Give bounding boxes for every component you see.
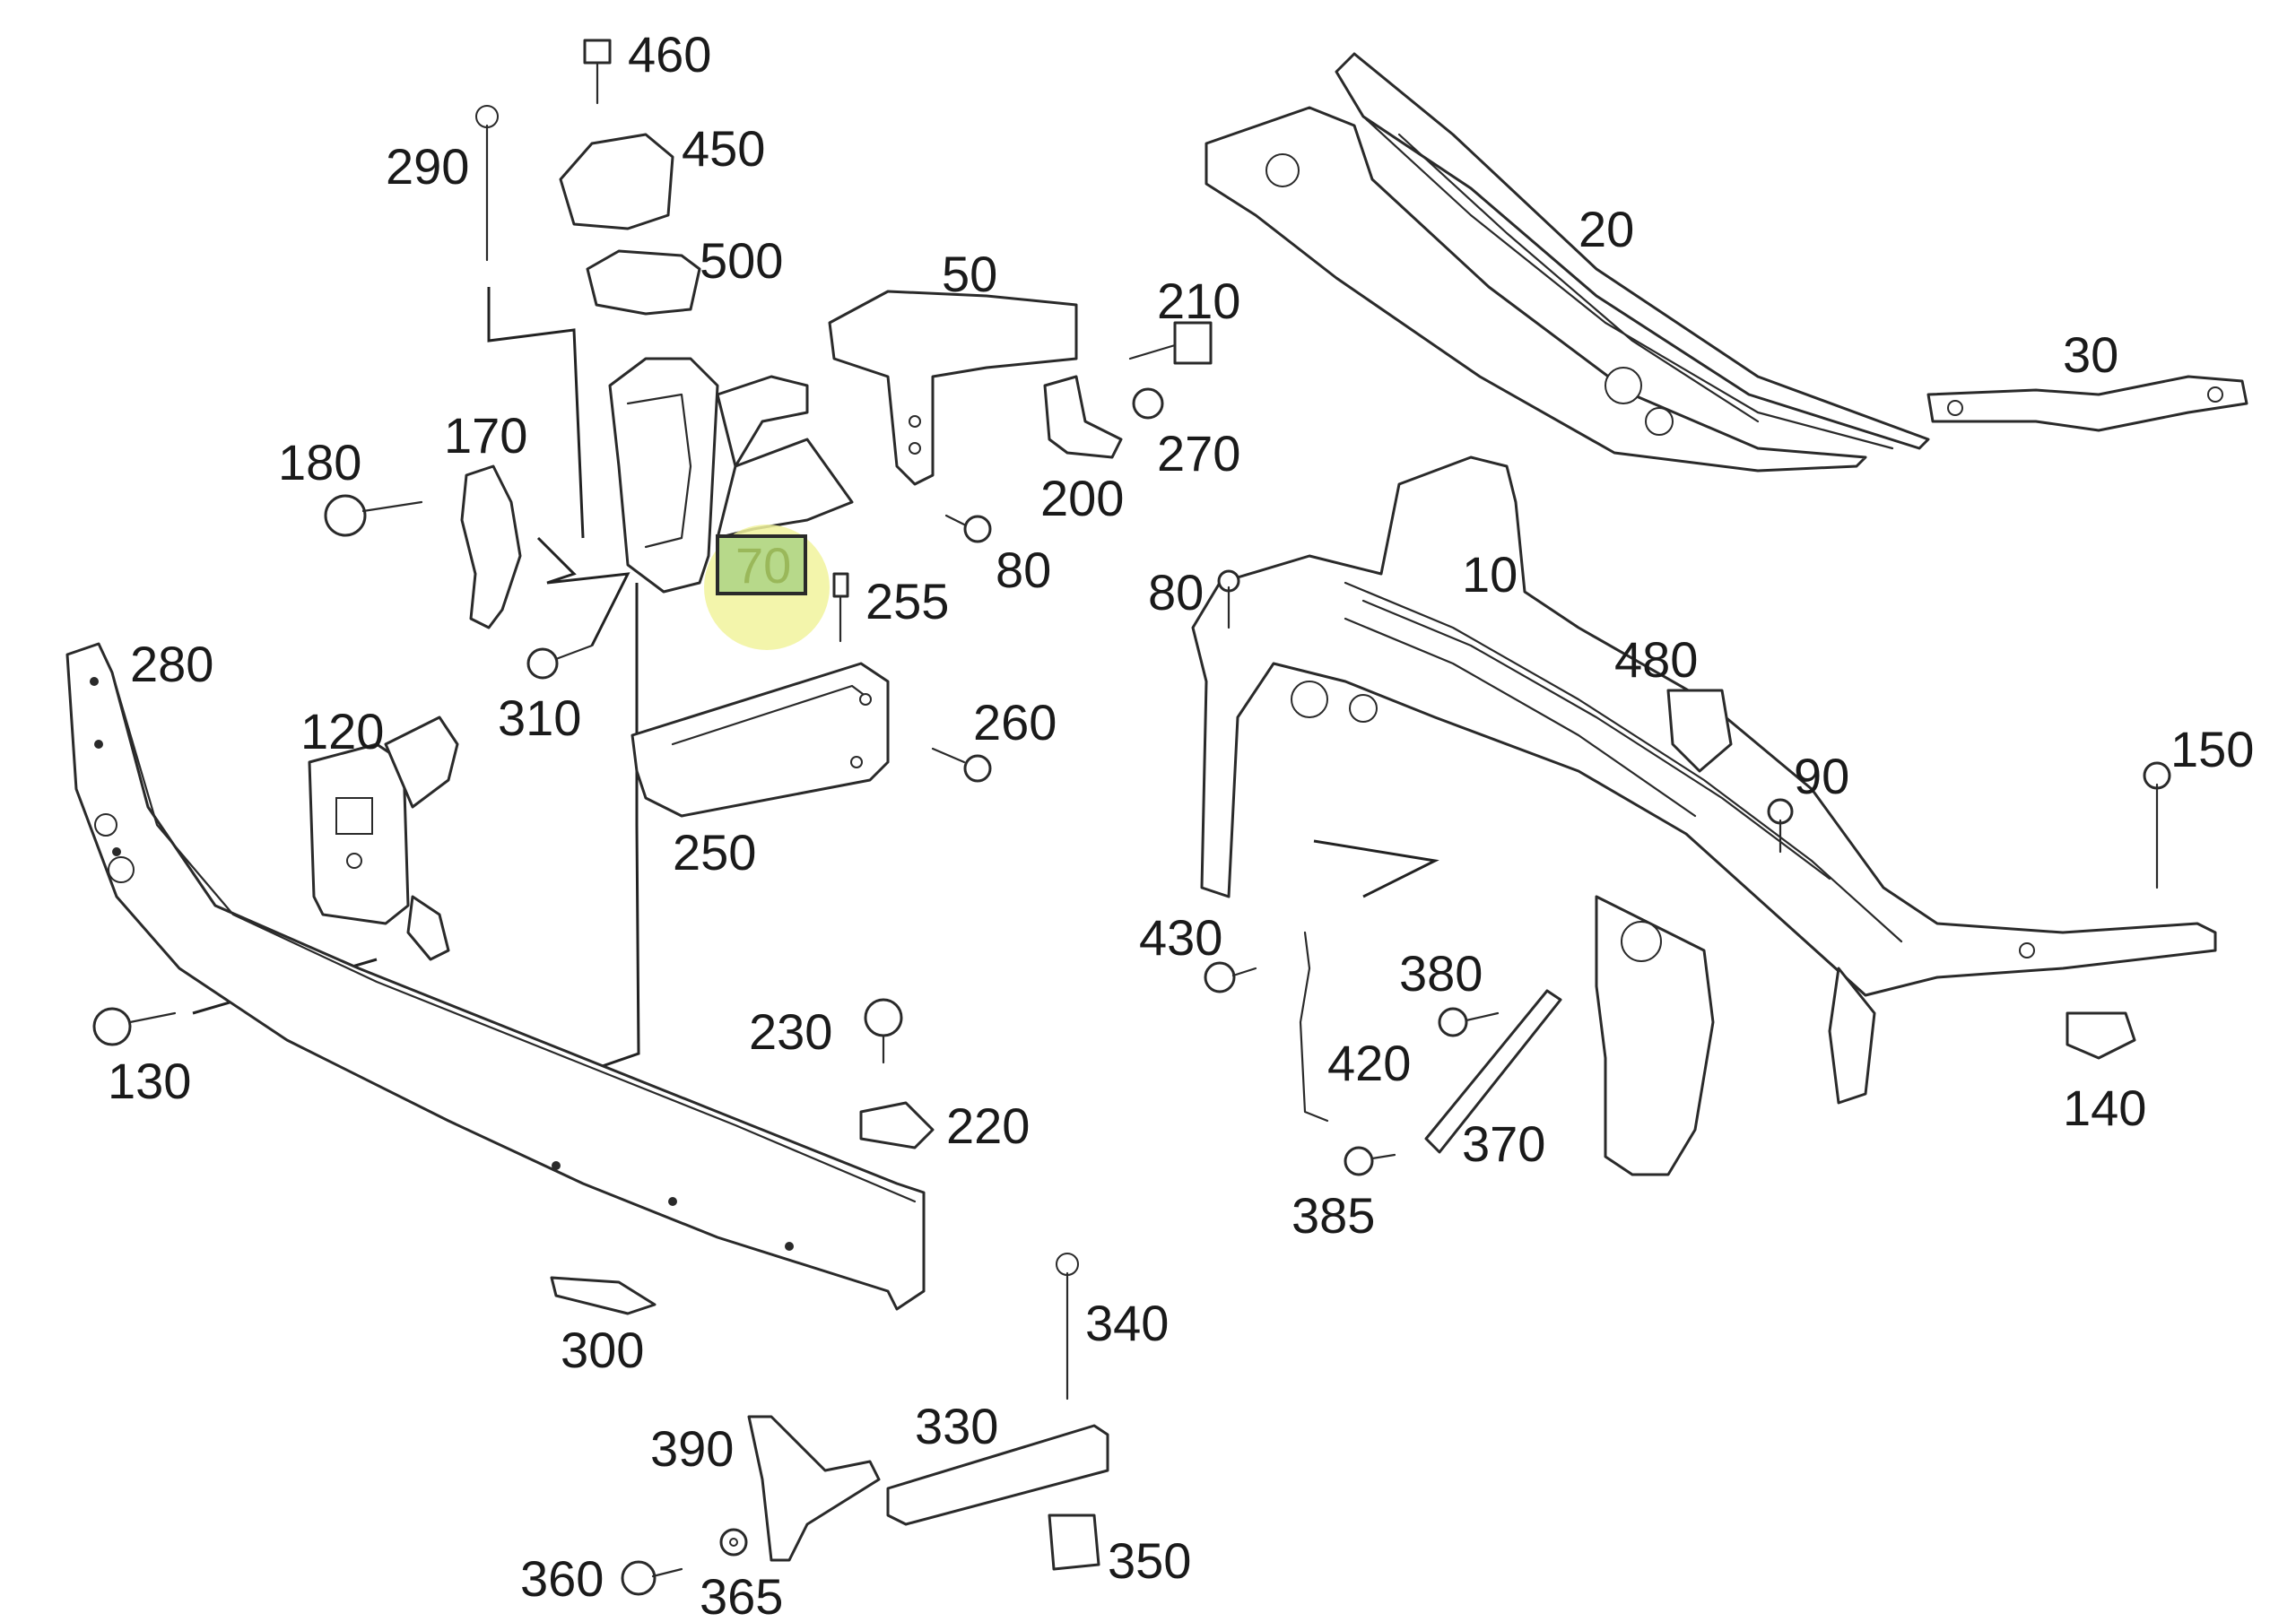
bolt-icon [1056, 1253, 1079, 1401]
bolt-icon [1438, 1007, 1500, 1037]
bolt-icon [1217, 569, 1240, 629]
callout-140: 140 [2063, 1080, 2146, 1136]
callout-350: 350 [1108, 1532, 1191, 1589]
callout-260: 260 [973, 694, 1057, 750]
bumper-beam-280 [65, 642, 926, 1311]
bracket-icon [550, 1276, 657, 1315]
nut-icon [1132, 387, 1164, 420]
callout-130: 130 [108, 1053, 191, 1109]
hinge-170 [460, 464, 522, 629]
bolt-icon [2143, 761, 2171, 889]
bolt-icon [92, 1007, 177, 1046]
callout-80a: 80 [996, 542, 1051, 598]
bracket-50 [828, 290, 1078, 486]
callout-30: 30 [2063, 326, 2118, 383]
callout-180: 180 [278, 434, 361, 490]
bolt-icon [324, 494, 423, 537]
callout-50: 50 [942, 246, 997, 302]
callout-360: 360 [520, 1550, 604, 1607]
highlight-box [716, 534, 807, 595]
callout-290: 290 [386, 138, 469, 195]
callout-210: 210 [1157, 273, 1240, 329]
callout-430: 430 [1139, 909, 1222, 966]
bolt-icon [475, 105, 499, 262]
callout-70: 70 [735, 537, 791, 594]
bolt-icon [1767, 798, 1794, 854]
mount-450 [559, 133, 674, 230]
callout-20: 20 [1578, 201, 1634, 257]
bracket-icon [747, 1415, 881, 1562]
callout-385: 385 [1292, 1187, 1375, 1244]
callout-200: 200 [1040, 470, 1124, 526]
bolt-icon [1204, 961, 1257, 993]
callout-80b: 80 [1148, 564, 1204, 620]
callout-450: 450 [682, 120, 765, 177]
callout-270: 270 [1157, 425, 1240, 481]
callout-120: 120 [300, 703, 384, 759]
callout-250: 250 [673, 824, 756, 880]
washer-icon [719, 1528, 748, 1557]
callout-300: 300 [561, 1322, 644, 1378]
shield-250 [631, 662, 890, 818]
mount-bracket-70 [608, 357, 854, 594]
callout-230: 230 [749, 1003, 832, 1060]
bolts-fittings [92, 39, 2171, 1596]
clip-icon [2066, 1011, 2136, 1060]
callout-255: 255 [865, 573, 949, 629]
brace-30 [1926, 375, 2248, 432]
callout-labels: 460 290 450 500 50 210 20 30 170 180 270… [108, 26, 2254, 1622]
part-70-highlight [704, 525, 830, 650]
callout-280: 280 [130, 636, 213, 692]
bracket-icon [1043, 375, 1123, 459]
callout-380: 380 [1399, 945, 1483, 1002]
callout-310: 310 [498, 690, 581, 746]
bolt-icon [931, 747, 992, 783]
callout-420: 420 [1327, 1035, 1411, 1091]
clip-icon [1666, 689, 1733, 773]
callout-330: 330 [915, 1398, 998, 1454]
callout-370: 370 [1462, 1115, 1545, 1172]
bracket-icon [859, 1101, 935, 1149]
bolt-icon [583, 39, 612, 105]
bolt-icon [832, 572, 849, 643]
cable-420 [1299, 931, 1329, 1123]
bracket-120 [308, 716, 459, 961]
callout-365: 365 [700, 1568, 783, 1622]
bolt-icon [621, 1560, 683, 1596]
callout-500: 500 [700, 232, 783, 289]
callout-150: 150 [2170, 721, 2254, 777]
callout-90: 90 [1794, 748, 1849, 804]
bracket-icon [886, 1424, 1109, 1526]
callout-390: 390 [650, 1420, 734, 1477]
strut-370 [1424, 989, 1562, 1154]
callout-220: 220 [946, 1097, 1030, 1154]
callout-340: 340 [1085, 1295, 1169, 1351]
upper-cross-member-20 [1205, 52, 1930, 473]
callout-480: 480 [1614, 631, 1698, 688]
callout-10: 10 [1462, 546, 1518, 603]
bolt-icon [1344, 1146, 1396, 1176]
bolt-icon [526, 644, 594, 680]
callout-170: 170 [444, 407, 527, 464]
clip-icon [1048, 1514, 1100, 1571]
mount-500 [586, 249, 701, 316]
bolt-icon [1128, 321, 1213, 365]
callout-460: 460 [628, 26, 711, 82]
bolt-icon [944, 514, 992, 543]
bolt-icon [864, 998, 903, 1064]
